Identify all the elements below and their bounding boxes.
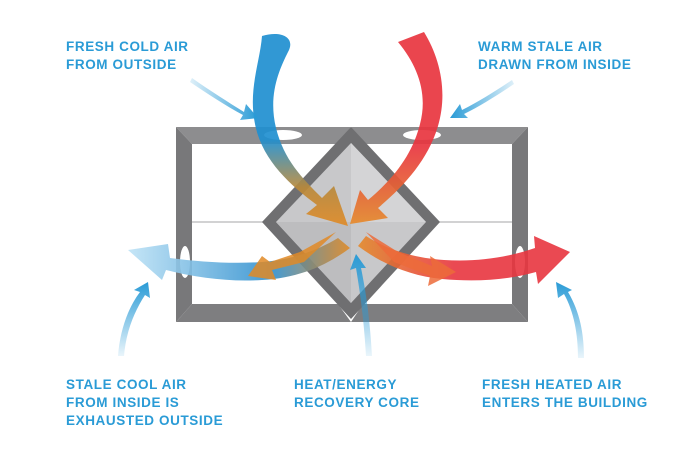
label-fresh-heated-air: FRESH HEATED AIR ENTERS THE BUILDING bbox=[482, 377, 648, 410]
label-warm-stale-air: WARM STALE AIR DRAWN FROM INSIDE bbox=[478, 39, 632, 72]
pointer-arrows bbox=[118, 78, 584, 358]
label-stale-cool-air: STALE COOL AIR FROM INSIDE IS EXHAUSTED … bbox=[66, 377, 224, 428]
stale-exhaust-arrow bbox=[128, 238, 350, 281]
fresh-supply-arrow bbox=[358, 236, 570, 284]
fresh-cold-air-arrow bbox=[252, 33, 348, 226]
label-fresh-cold-air: FRESH COLD AIR FROM OUTSIDE bbox=[66, 39, 189, 72]
warm-stale-air-arrow bbox=[350, 32, 443, 224]
exchange-arrow-left bbox=[248, 232, 336, 280]
label-recovery-core: HEAT/ENERGY RECOVERY CORE bbox=[294, 377, 420, 410]
exchange-arrow-right bbox=[366, 232, 456, 286]
